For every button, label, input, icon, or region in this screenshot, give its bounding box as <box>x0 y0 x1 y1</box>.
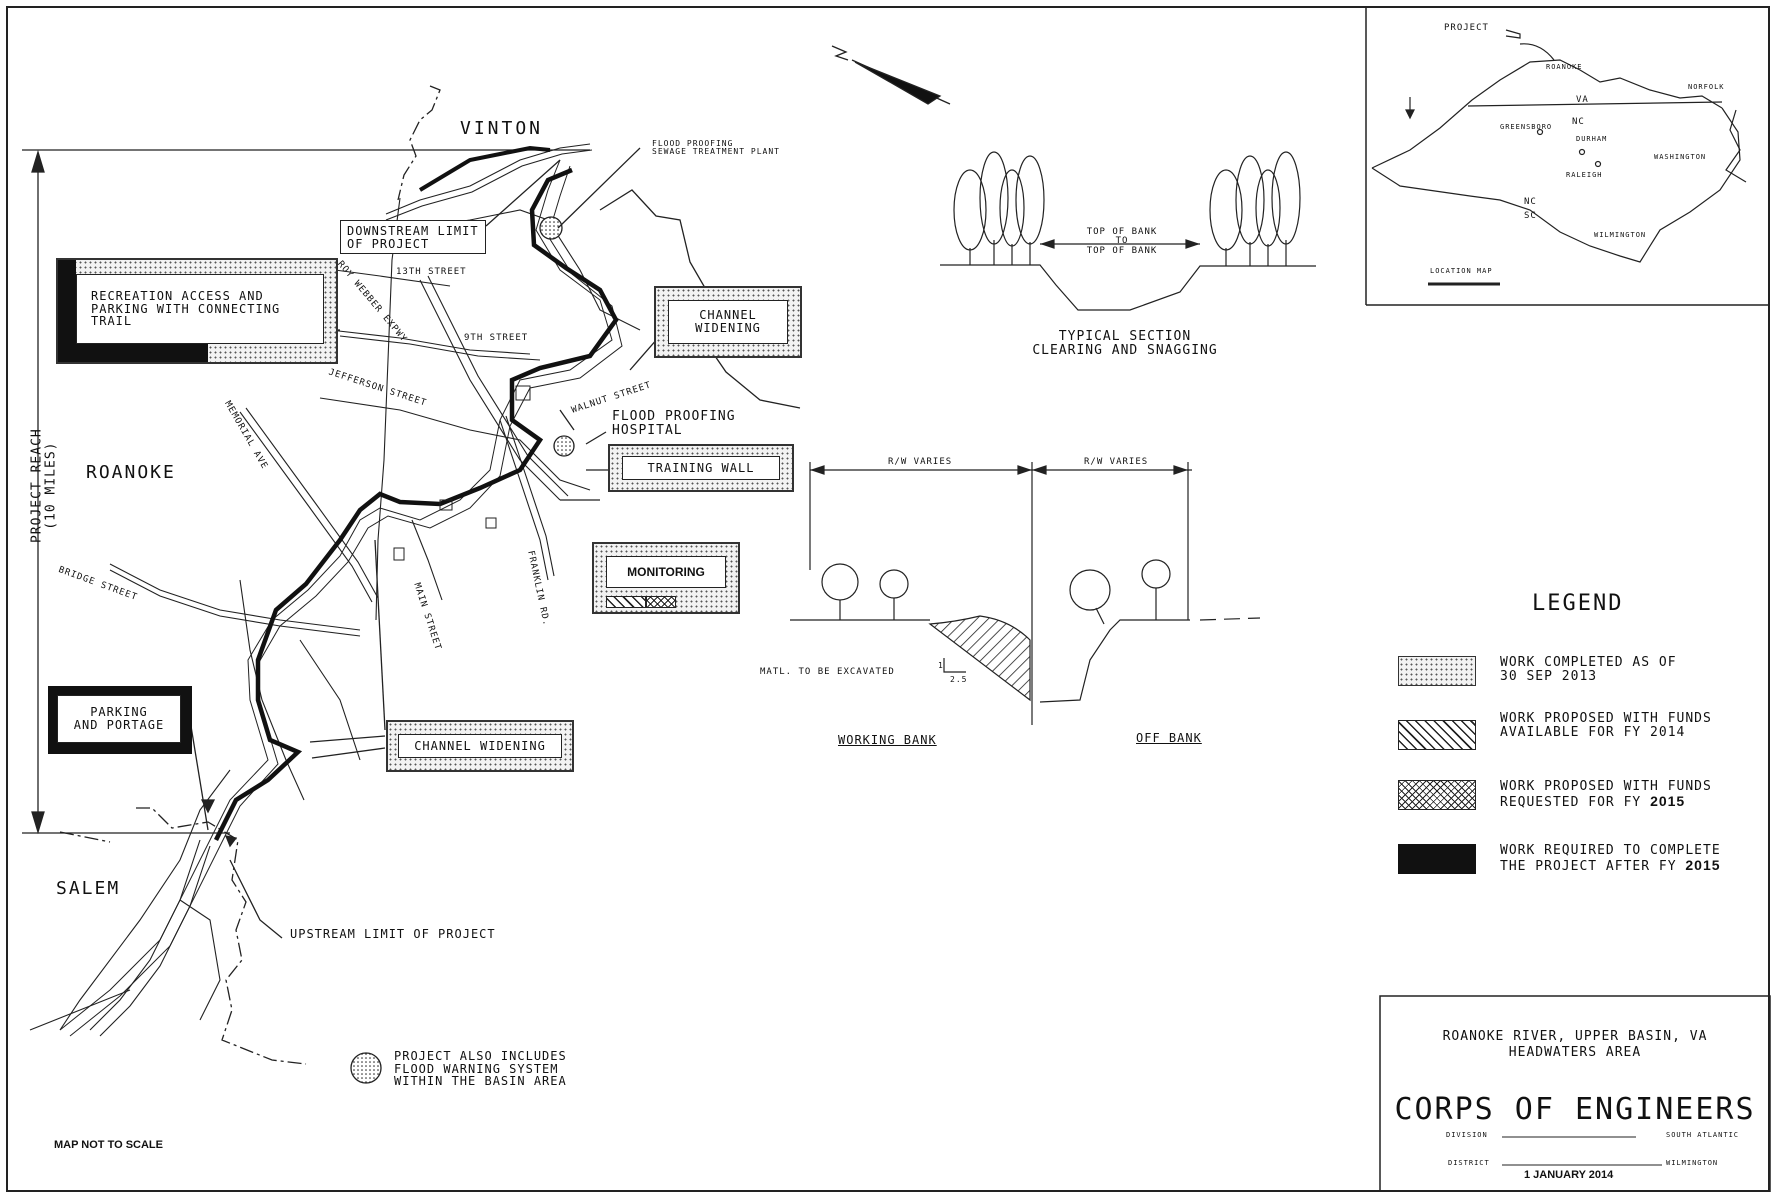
legend-item-after-year: 2015 <box>1685 856 1721 873</box>
legend-item-requested-text: WORK PROPOSED WITH FUNDS REQUESTED FOR F… <box>1500 779 1712 810</box>
legend-item-available: WORK PROPOSED WITH FUNDS AVAILABLE FOR F… <box>1500 711 1712 740</box>
locmap-va: VA <box>1576 95 1589 105</box>
channel-widening-bottom-box: CHANNEL WIDENING <box>386 720 574 772</box>
legend-item-completed: WORK COMPLETED AS OF 30 SEP 2013 <box>1500 655 1677 684</box>
locmap-sc: SC <box>1524 211 1537 221</box>
title-block-agency: CORPS OF ENGINEERS <box>1394 1092 1756 1127</box>
title-block-district-value: WILMINGTON <box>1666 1159 1719 1167</box>
locmap-raleigh: RALEIGH <box>1566 171 1603 179</box>
locmap-greensboro: GREENSBORO <box>1500 123 1553 131</box>
monitoring-hatch-segment <box>606 596 646 608</box>
legend-swatch-crosshatch <box>1398 780 1476 810</box>
parking-portage-box: PARKING AND PORTAGE <box>48 686 192 754</box>
recreation-access-label: RECREATION ACCESS AND PARKING WITH CONNE… <box>91 289 281 329</box>
title-block-line2: HEADWATERS AREA <box>1508 1045 1642 1060</box>
recreation-solid-bottom <box>58 344 208 362</box>
locmap-nc-south: NC <box>1524 197 1537 207</box>
title-block-division-label: DIVISION <box>1446 1131 1488 1139</box>
flood-proofing-hospital-label: FLOOD PROOFING HOSPITAL <box>612 409 736 438</box>
off-bank-label: OFF BANK <box>1136 731 1202 745</box>
flood-proofing-sewage-label: FLOOD PROOFING SEWAGE TREATMENT PLANT <box>652 139 780 157</box>
typical-section-drawing <box>940 151 1316 311</box>
legend-title: LEGEND <box>1532 591 1624 616</box>
locmap-durham: DURHAM <box>1576 135 1608 143</box>
training-wall-box: TRAINING WALL <box>608 444 794 492</box>
locmap-wilmington: WILMINGTON <box>1594 231 1647 239</box>
recreation-access-box: RECREATION ACCESS AND PARKING WITH CONNE… <box>56 258 338 364</box>
monitoring-label: MONITORING <box>627 564 705 579</box>
top-of-bank-label: TOP OF BANK TO TOP OF BANK <box>1086 227 1158 256</box>
working-bank-label: WORKING BANK <box>838 733 937 747</box>
title-block-division-value: SOUTH ATLANTIC <box>1666 1131 1740 1139</box>
typical-section-caption: TYPICAL SECTION CLEARING AND SNAGGING <box>1032 329 1218 358</box>
rw-varies-right: R/W VARIES <box>1084 457 1149 467</box>
downstream-limit-label: DOWNSTREAM LIMIT OF PROJECT <box>347 224 479 251</box>
legend-item-requested: WORK PROPOSED WITH FUNDS REQUESTED FOR F… <box>1500 780 1712 809</box>
north-arrow-icon <box>831 45 951 105</box>
channel-widening-top-box: CHANNEL WIDENING <box>654 286 802 358</box>
map-frame <box>6 6 1770 1192</box>
channel-widening-bottom-label: CHANNEL WIDENING <box>414 738 546 753</box>
place-roanoke: ROANOKE <box>86 462 176 483</box>
locmap-washington: WASHINGTON <box>1654 153 1707 161</box>
parking-portage-label: PARKING AND PORTAGE <box>73 705 165 732</box>
street-13th: 13TH STREET <box>396 267 467 277</box>
legend-swatch-solid <box>1398 844 1476 874</box>
locmap-roanoke: ROANOKE <box>1546 63 1583 71</box>
locmap-nc: NC <box>1572 117 1585 127</box>
downstream-limit-box: DOWNSTREAM LIMIT OF PROJECT <box>340 220 486 254</box>
locmap-norfolk: NORFOLK <box>1688 83 1725 91</box>
legend-swatch-stipple <box>1398 656 1476 686</box>
street-9th: 9TH STREET <box>464 333 529 343</box>
title-block-date: 1 JANUARY 2014 <box>1524 1169 1614 1181</box>
title-block-line1: ROANOKE RIVER, UPPER BASIN, VA <box>1442 1029 1708 1044</box>
title-block-district-label: DISTRICT <box>1448 1159 1490 1167</box>
legend-item-requested-year: 2015 <box>1650 792 1686 809</box>
slope-vertical-label: 1 <box>938 661 944 670</box>
bank-section-drawing <box>790 462 1261 725</box>
legend-item-after-text: WORK REQUIRED TO COMPLETE THE PROJECT AF… <box>1500 843 1721 874</box>
locmap-project: PROJECT <box>1444 23 1489 33</box>
locmap-title: LOCATION MAP <box>1430 267 1493 275</box>
upstream-limit-label: UPSTREAM LIMIT OF PROJECT <box>290 927 496 941</box>
channel-widening-top-label: CHANNEL WIDENING <box>695 308 761 335</box>
rw-varies-left: R/W VARIES <box>888 457 953 467</box>
place-vinton: VINTON <box>460 118 544 139</box>
project-reach-label: PROJECT REACH (10 MILES) <box>29 428 58 544</box>
monitoring-cross-segment <box>646 596 676 608</box>
map-not-to-scale-note: MAP NOT TO SCALE <box>54 1139 163 1151</box>
legend-item-after: WORK REQUIRED TO COMPLETE THE PROJECT AF… <box>1500 844 1721 873</box>
flood-warning-note: PROJECT ALSO INCLUDES FLOOD WARNING SYST… <box>394 1049 567 1089</box>
slope-horizontal-label: 2.5 <box>950 675 968 684</box>
material-excavated-label: MATL. TO BE EXCAVATED <box>760 667 895 677</box>
location-map-drawing <box>1371 29 1747 286</box>
monitoring-box: MONITORING <box>592 542 740 614</box>
training-wall-label: TRAINING WALL <box>647 460 755 475</box>
legend-swatch-hatch <box>1398 720 1476 750</box>
place-salem: SALEM <box>56 878 121 899</box>
